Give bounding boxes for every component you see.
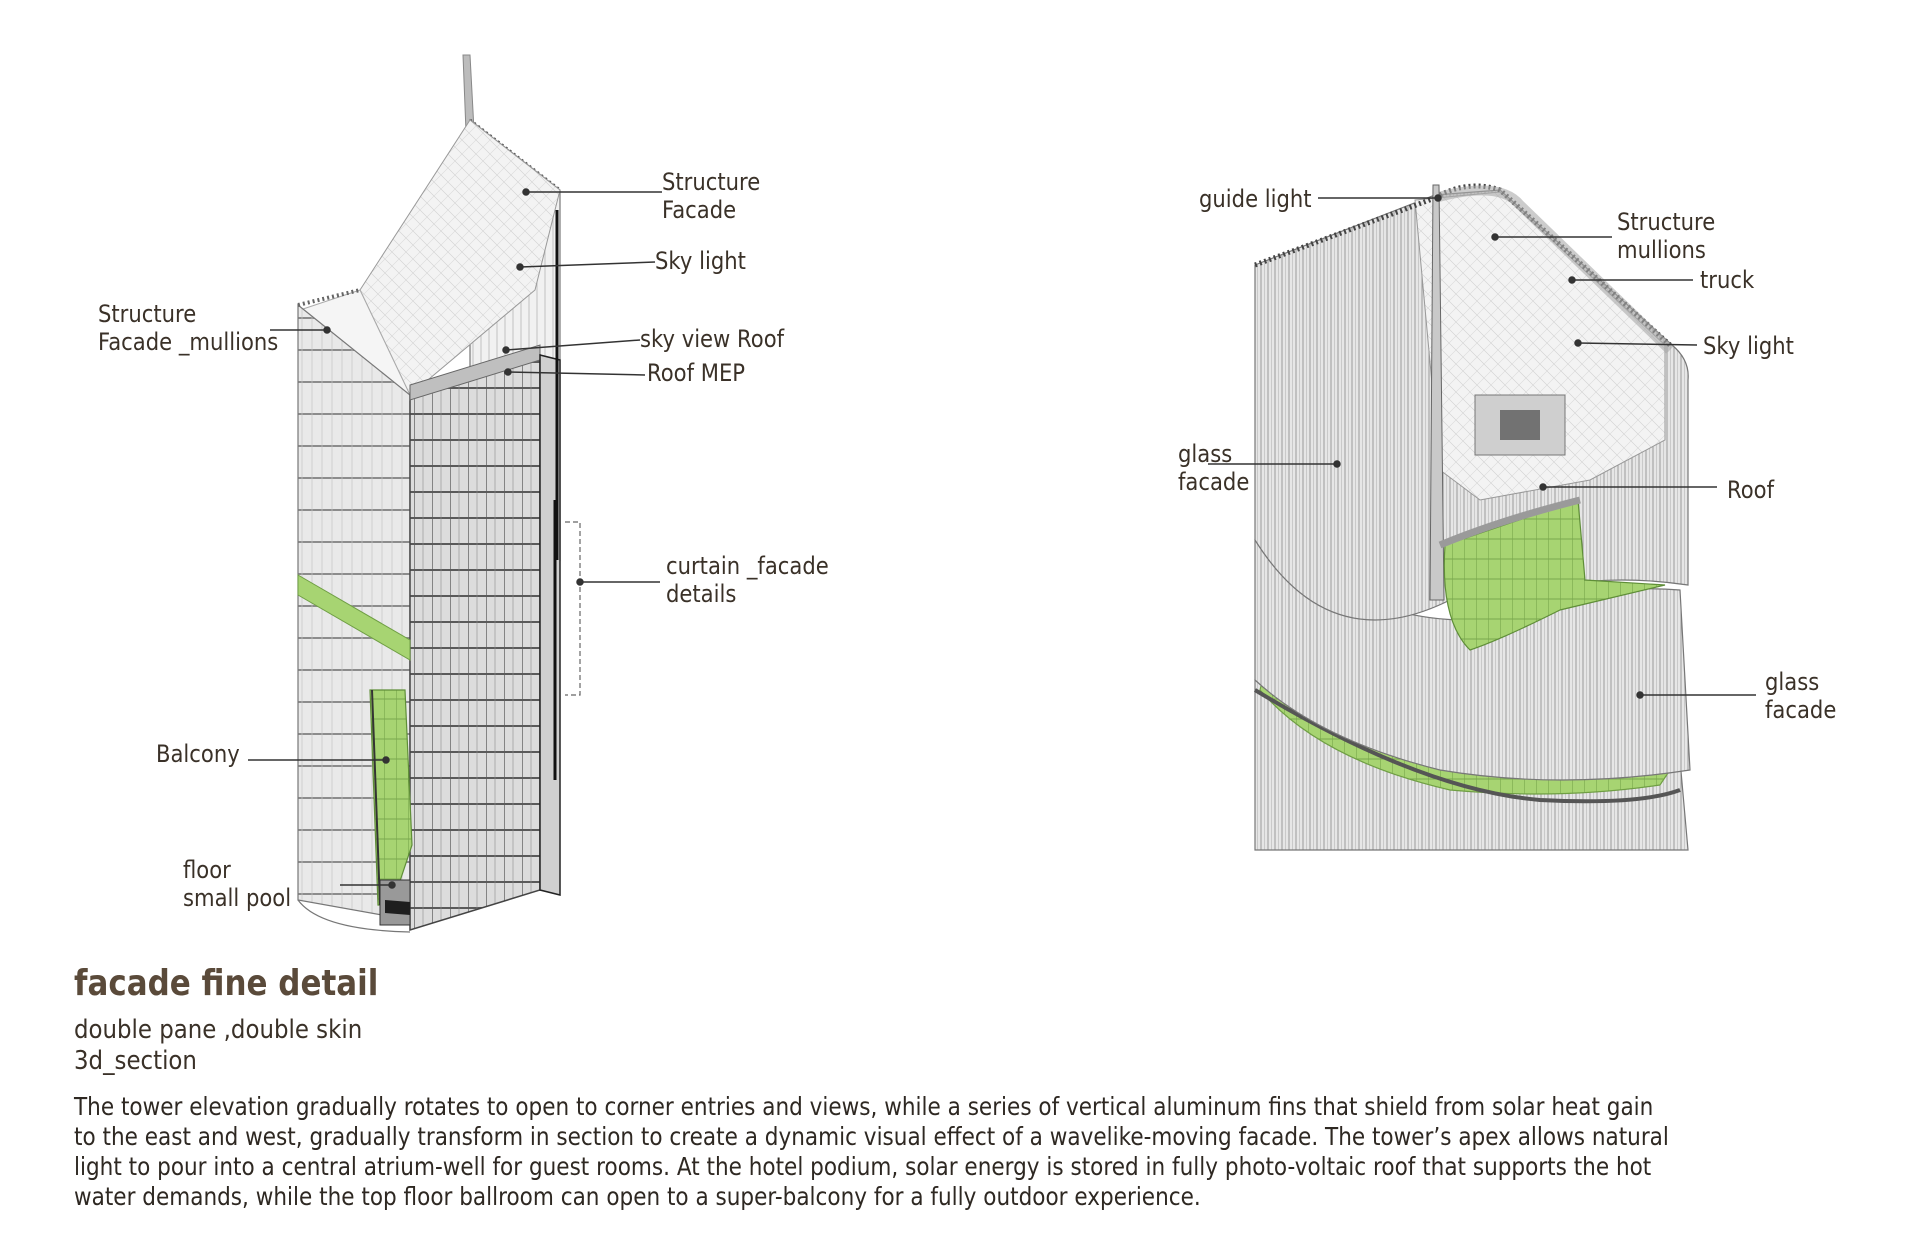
label-roof-mep: Roof MEP <box>647 359 746 387</box>
caption-subtitle-1: double pane ,double skin <box>74 1015 363 1045</box>
label-structure-mullions: Structure mullions <box>1617 208 1716 264</box>
label-balcony: Balcony <box>156 740 240 768</box>
label-sky-light-right: Sky light <box>1703 332 1794 360</box>
label-glass-facade-left: glass facade <box>1178 440 1250 496</box>
caption-subtitle-2: 3d_section <box>74 1046 197 1076</box>
left-tower-illustration <box>297 54 581 933</box>
label-roof: Roof <box>1727 476 1775 504</box>
caption-description: The tower elevation gradually rotates to… <box>74 1092 1737 1212</box>
left-leader-lines <box>248 188 662 889</box>
label-guide-light: guide light <box>1199 185 1312 213</box>
label-floor-small-pool: floor small pool <box>183 856 292 912</box>
description-line: water demands, while the top floor ballr… <box>74 1182 1201 1211</box>
label-structure-facade: Structure Facade <box>662 168 761 224</box>
label-truck: truck <box>1700 266 1755 294</box>
right-leader-lines <box>1208 194 1756 699</box>
description-line: to the east and west, gradually transfor… <box>74 1122 1669 1151</box>
description-line: light to pour into a central atrium-well… <box>74 1152 1652 1181</box>
label-sky-view-roof: sky view Roof <box>640 325 785 353</box>
description-line: The tower elevation gradually rotates to… <box>74 1092 1654 1121</box>
label-structure-facade-mullions: Structure Facade _mullions <box>98 300 279 356</box>
right-tower-illustration <box>1253 183 1691 851</box>
label-curtain-facade-details: curtain _facade details <box>666 552 829 608</box>
label-glass-facade-right: glass facade <box>1765 668 1837 724</box>
caption-title: facade fine detail <box>74 963 379 1004</box>
label-sky-light: Sky light <box>655 247 746 275</box>
